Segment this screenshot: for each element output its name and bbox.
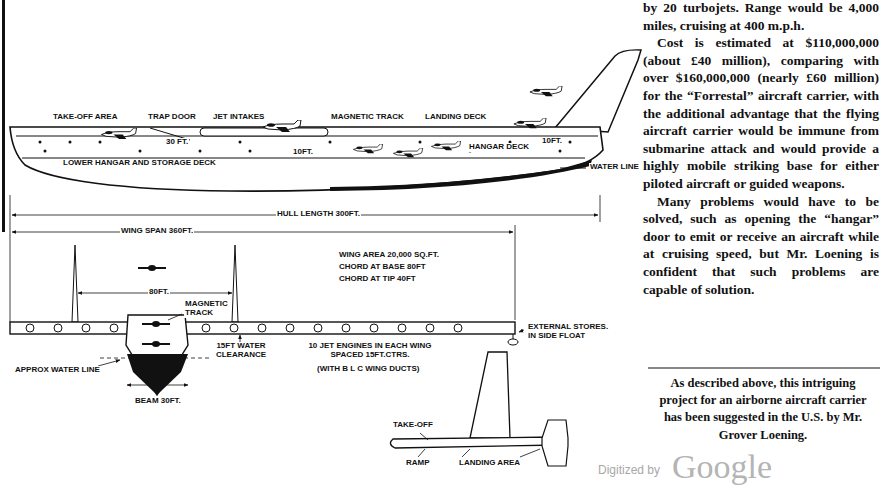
part-label: RAMP (405, 459, 431, 468)
part-label: MAGNETIC TRACK (184, 300, 229, 318)
spec-label: CHORD AT BASE 80FT (338, 263, 427, 272)
part-label: LOWER HANGAR AND STORAGE DECK (62, 159, 217, 168)
dimension-label: HULL LENGTH 300FT. (276, 210, 361, 219)
part-label: JET INTAKES (212, 113, 265, 122)
watermark: Google (672, 450, 772, 484)
part-label: LANDING DECK (424, 113, 487, 122)
body-paragraph: Cost is estimated at $110,000,000 (about… (643, 34, 879, 192)
spec-label: 10 JET ENGINES IN EACH WING SPACED 15FT.… (300, 342, 440, 360)
part-label: HANGAR DECK (468, 143, 530, 152)
part-label: LANDING AREA (458, 459, 521, 468)
spec-label: CHORD AT TIP 40FT (338, 275, 417, 284)
spec-label: WING AREA 20,000 SQ.FT. (338, 251, 440, 260)
part-label: EXTERNAL STORES. IN SIDE FLOAT (527, 323, 615, 341)
dimension-label: 10FT. (541, 137, 563, 146)
part-label: WATER LINE (589, 163, 640, 172)
part-label: TAKE-OFF AREA (52, 113, 118, 122)
dimension-label: 30 FT. (165, 138, 189, 147)
part-label: MAGNETIC TRACK (330, 113, 405, 122)
part-label: APPROX WATER LINE (14, 366, 101, 375)
watermark: Digitized by (598, 463, 660, 477)
dimension-label: BEAM 30FT. (134, 397, 182, 406)
body-column: by 20 turbojets. Range would be 4,000 mi… (643, 0, 879, 298)
dimension-label: WING SPAN 360FT. (120, 227, 194, 236)
dimension-label: 15FT WATER CLEARANCE (212, 342, 270, 360)
dimension-label: 10FT. (292, 148, 314, 157)
body-paragraph: by 20 turbojets. Range would be 4,000 mi… (643, 0, 879, 34)
part-label: TRAP DOOR (147, 113, 197, 122)
part-label: TAKE-OFF (392, 421, 434, 430)
caption: As described above, this intriguing proj… (650, 375, 876, 444)
body-paragraph: Many problems would have to be solved, s… (643, 193, 879, 299)
spec-label: (WITH B L C WING DUCTS) (316, 365, 421, 374)
dimension-label: 80FT. (148, 288, 170, 297)
